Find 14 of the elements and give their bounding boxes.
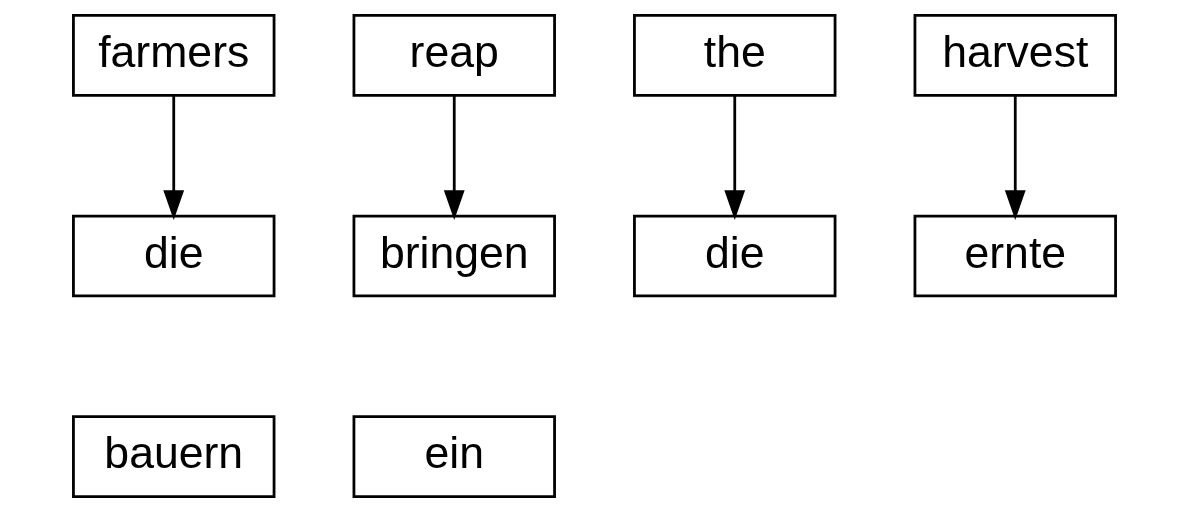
arrow: [1004, 95, 1026, 221]
node-box: bauern: [72, 415, 276, 498]
arrow: [163, 95, 185, 221]
node-box: ernte: [913, 214, 1117, 298]
node-box: reap: [352, 14, 556, 97]
node-box: farmers: [72, 14, 276, 97]
node-box: die: [633, 214, 837, 298]
node-box: bringen: [352, 214, 556, 298]
node-box: ein: [352, 415, 556, 498]
arrow: [724, 95, 746, 221]
node-box: harvest: [913, 14, 1117, 97]
node-box: die: [72, 214, 276, 298]
node-box: the: [633, 14, 837, 97]
arrow: [443, 95, 465, 221]
